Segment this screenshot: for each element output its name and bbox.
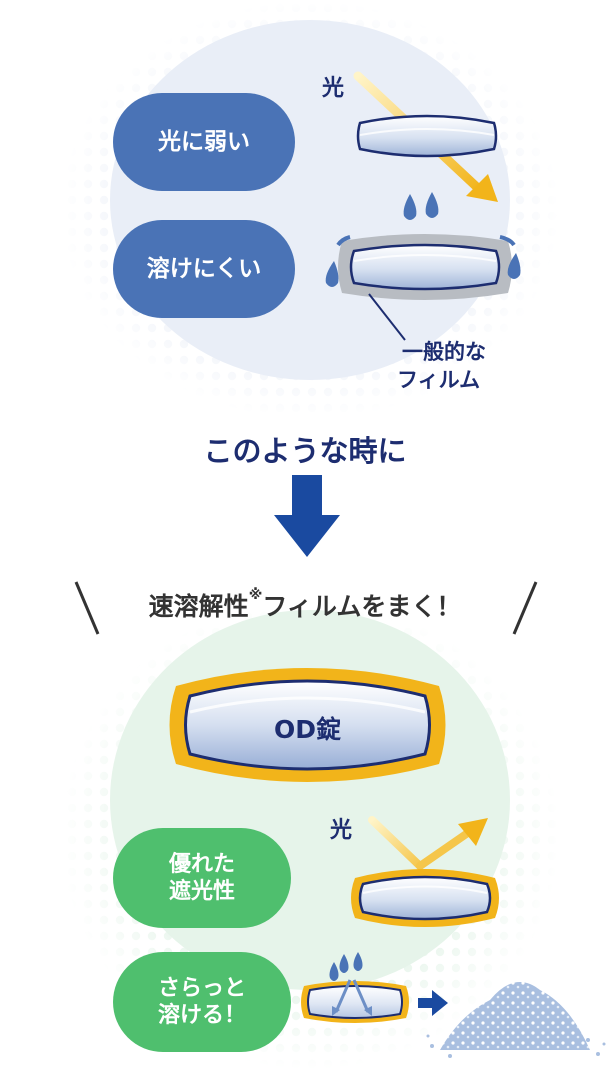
leader-line: [368, 293, 406, 341]
film-label-line1: 一般的な: [402, 340, 486, 364]
gold-coated-tablet-icon: [351, 869, 499, 927]
reflected-light-icon: [368, 816, 488, 870]
headline-rest: フィルムをまく！: [262, 592, 462, 621]
quick-dissolve-pill: さらっと 溶ける！: [113, 952, 291, 1052]
shade-line2: 遮光性: [168, 879, 235, 904]
headline-main: 速溶解性: [148, 592, 249, 621]
od-tablet-label: OD錠: [273, 715, 341, 744]
headline-mark: ※: [248, 587, 263, 603]
water-drops-icon: [403, 192, 439, 220]
right-arrow-icon: [418, 990, 448, 1016]
weak-to-light-pill: 光に弱い: [113, 93, 295, 191]
transition-text: このような時に: [203, 434, 407, 468]
hard-to-dissolve-label: 溶けにくい: [146, 255, 262, 282]
dissolving-tablet-icon: [301, 952, 409, 1023]
light-label-bottom: 光: [330, 818, 353, 843]
tablet-icon: [356, 114, 498, 158]
left-slash-icon: [74, 581, 100, 635]
light-shielding-pill: 優れた 遮光性: [113, 828, 291, 928]
down-arrow-icon: [274, 475, 340, 557]
hard-to-dissolve-pill: 溶けにくい: [113, 220, 295, 318]
dissolve-line1: さらっと: [157, 975, 246, 1001]
coated-tablet-icon: [325, 234, 521, 300]
od-tablet-icon: [169, 668, 446, 782]
light-label-top: 光: [322, 76, 345, 101]
powder-pile-icon: [426, 982, 606, 1058]
headline: 速溶解性※フィルムをまく！: [0, 587, 610, 623]
right-slash-icon: [512, 581, 538, 635]
film-label-line2: フィルム: [397, 368, 481, 392]
dissolve-line2: 溶ける！: [157, 1003, 246, 1028]
weak-to-light-label: 光に弱い: [158, 128, 250, 155]
shade-line1: 優れた: [168, 851, 235, 877]
